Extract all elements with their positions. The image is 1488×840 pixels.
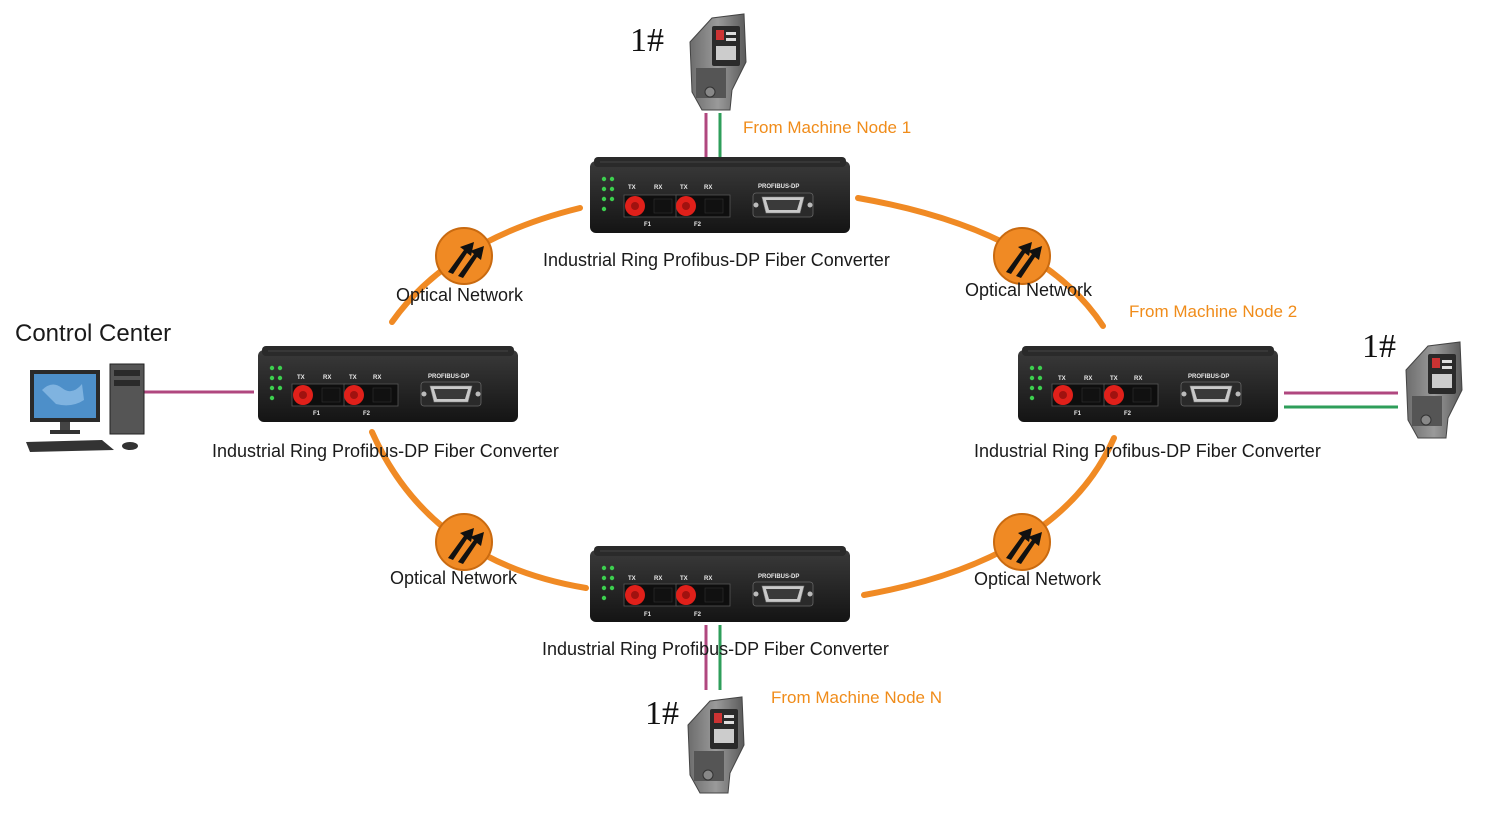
svg-text:TX: TX [628, 185, 636, 191]
optical-network-icon-top-left [435, 227, 493, 285]
connector-number-node2: 1# [1362, 328, 1396, 365]
converter-left: TX RX TX RX F1 F2 PROFIBUS-DP [258, 346, 518, 423]
fiber-top-right [855, 195, 1106, 329]
optical-network-label-bottom-left: Optical Network [390, 568, 518, 588]
converter-label-bottom: Industrial Ring Profibus-DP Fiber Conver… [542, 639, 889, 659]
profibus-connector-icon-node2 [1405, 341, 1463, 439]
svg-text:F2: F2 [1124, 411, 1132, 417]
svg-text:PROFIBUS-DP: PROFIBUS-DP [428, 374, 469, 380]
svg-text:RX: RX [1134, 376, 1142, 382]
optical-network-icon-bottom-right [993, 513, 1051, 571]
svg-text:F2: F2 [694, 612, 702, 618]
cables [140, 113, 1398, 690]
svg-text:TX: TX [680, 576, 688, 582]
svg-text:RX: RX [654, 185, 662, 191]
machine-node-label-1: From Machine Node 1 [743, 118, 912, 137]
optical-network-label-top-left: Optical Network [396, 285, 524, 305]
svg-text:RX: RX [704, 185, 712, 191]
svg-text:PROFIBUS-DP: PROFIBUS-DP [758, 184, 799, 190]
converter-label-right: Industrial Ring Profibus-DP Fiber Conver… [974, 441, 1321, 461]
connector-number-noden: 1# [645, 695, 679, 732]
svg-text:PROFIBUS-DP: PROFIBUS-DP [1188, 374, 1229, 380]
profibus-connector-icon-noden [687, 696, 745, 794]
svg-text:TX: TX [349, 375, 357, 381]
svg-text:F2: F2 [363, 411, 371, 417]
svg-text:RX: RX [323, 375, 331, 381]
svg-text:RX: RX [654, 576, 662, 582]
svg-text:TX: TX [1110, 376, 1118, 382]
control-center-label: Control Center [15, 320, 172, 347]
svg-text:RX: RX [1084, 376, 1092, 382]
converter-bottom: TX RX TX RX F1 F2 PROFIBUS-DP [590, 546, 850, 623]
svg-text:TX: TX [1058, 376, 1066, 382]
svg-text:RX: RX [704, 576, 712, 582]
svg-text:F1: F1 [644, 612, 652, 618]
optical-network-icon-top-right [993, 227, 1051, 285]
optical-network-label-top-right: Optical Network [965, 280, 1093, 300]
converter-right: TX RX TX RX F1 F2 PROFIBUS-DP [1018, 346, 1278, 423]
svg-text:TX: TX [680, 185, 688, 191]
profibus-connector-icon-node1 [689, 13, 747, 111]
computer-icon [25, 363, 145, 453]
svg-text:F1: F1 [313, 411, 321, 417]
machine-node-label-2: From Machine Node 2 [1129, 302, 1298, 321]
converter-top: TX RX TX RX F1 F2 PROFIBUS-DP [590, 157, 850, 234]
svg-text:TX: TX [297, 375, 305, 381]
svg-text:F1: F1 [1074, 411, 1082, 417]
machine-node-label-n: From Machine Node N [771, 688, 943, 707]
optical-network-label-bottom-right: Optical Network [974, 569, 1102, 589]
svg-text:TX: TX [628, 576, 636, 582]
optical-network-icon-bottom-left [435, 513, 493, 571]
svg-text:F1: F1 [644, 222, 652, 228]
connector-number-node1: 1# [630, 22, 664, 59]
svg-text:RX: RX [373, 375, 381, 381]
svg-text:F2: F2 [694, 222, 702, 228]
converter-label-top: Industrial Ring Profibus-DP Fiber Conver… [543, 250, 890, 270]
converter-label-left: Industrial Ring Profibus-DP Fiber Conver… [212, 441, 559, 461]
svg-text:PROFIBUS-DP: PROFIBUS-DP [758, 574, 799, 580]
